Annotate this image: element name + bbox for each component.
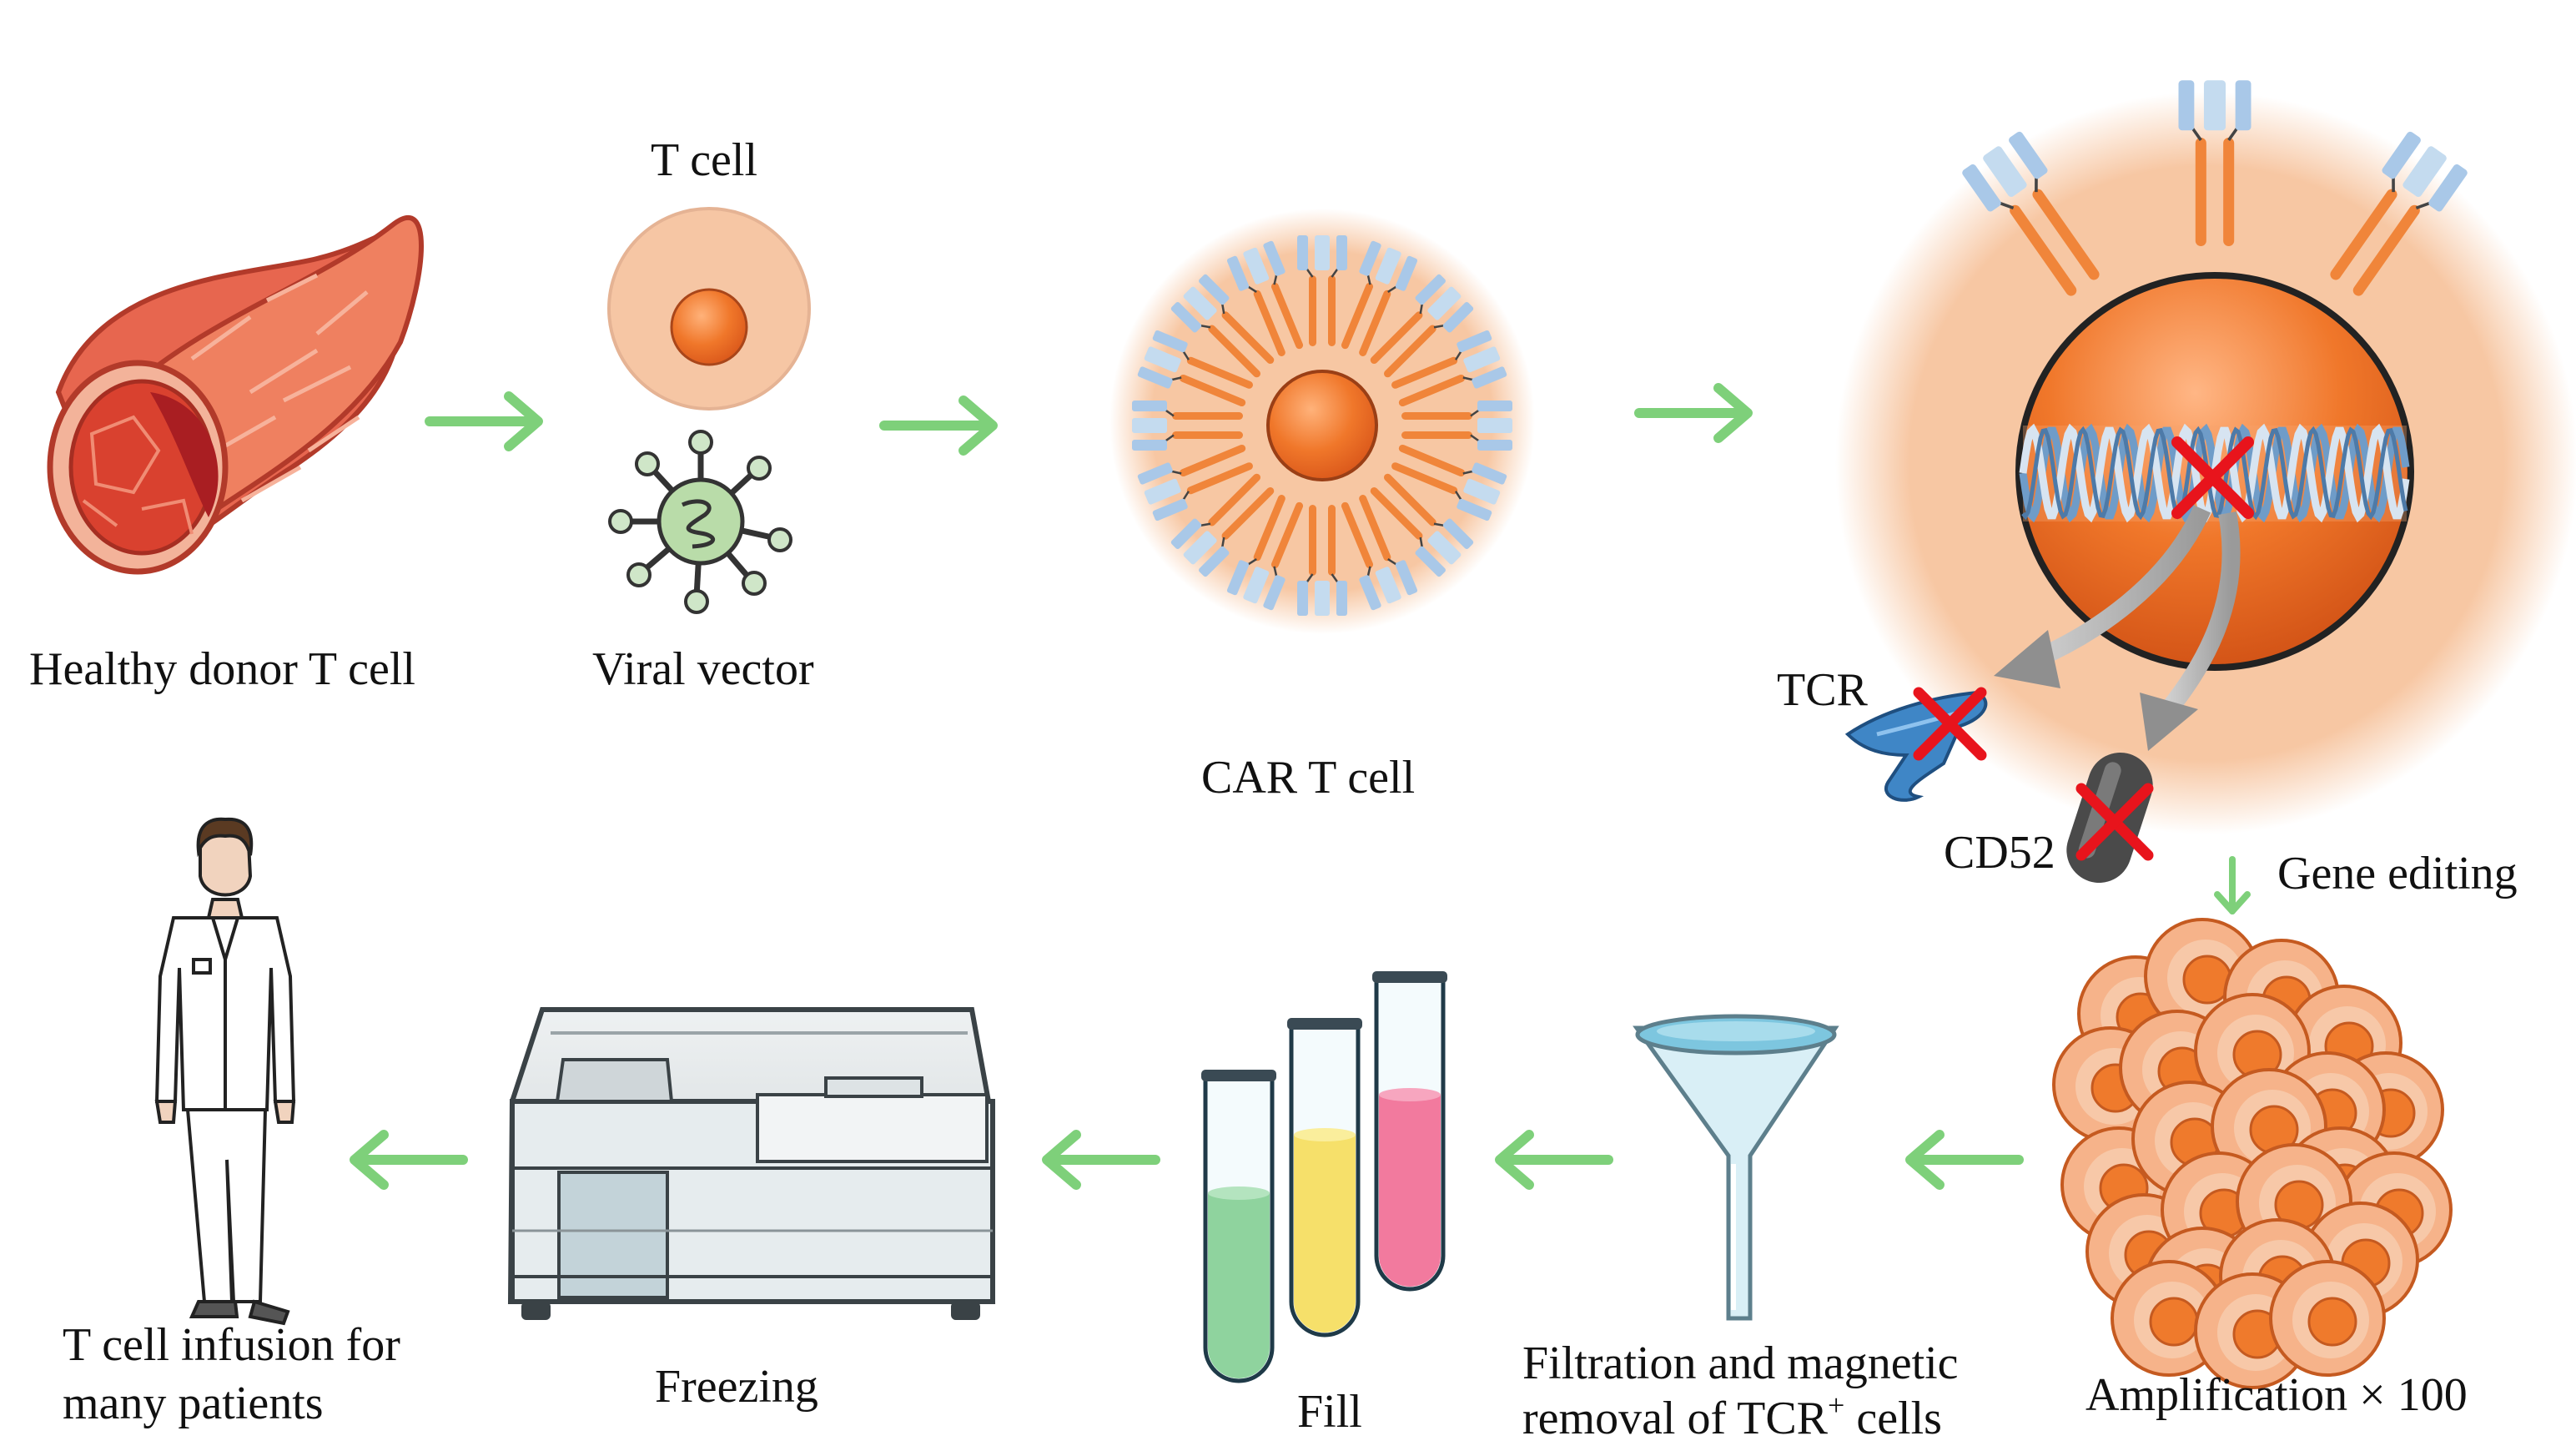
car-receptor-icon [1391,444,1507,521]
patient-figure-icon [154,817,296,1326]
label-car-t-cell: CAR T cell [1201,752,1415,804]
car-receptor-icon [1297,235,1347,346]
funnel-icon [1633,1014,1839,1321]
car-receptor-icon [1297,505,1347,616]
label-gene-editing: Gene editing [2277,848,2518,899]
car-receptor-icon [2330,131,2468,296]
gene-edited-cell-icon [1835,80,2576,834]
label-fill: Fill [1297,1386,1362,1438]
label-tcr: TCR [1777,664,1869,716]
arrow-icon [1994,505,2211,688]
arrow-icon [2214,856,2251,914]
label-cd52: CD52 [1944,827,2055,879]
big-cell-receptors [1962,80,2468,296]
car-receptor-icon [1391,330,1507,407]
label-t-cell: T cell [651,134,757,186]
label-filtration-pre: removal of TCR [1522,1393,1829,1444]
car-t-cell-icon [1109,209,1535,634]
label-freezing: Freezing [655,1361,818,1413]
label-viral-vector: Viral vector [592,643,814,695]
car-receptor-icon [1401,401,1512,451]
cross-icon [2075,783,2154,861]
label-filtration-line2: removal of TCR+ cells [1522,1388,1942,1444]
freezer-machine-icon [507,1007,996,1320]
arrow-icon [350,1130,468,1190]
car-receptor-icon [1226,495,1304,611]
car-receptor-icon [1370,473,1474,577]
car-receptor-icon [2178,80,2251,246]
car-receptor-icon [1170,274,1275,378]
label-filtration-post: cells [1844,1393,1942,1444]
test-tube-icon [1201,1070,1276,1383]
car-receptors [1132,235,1512,616]
t-cell-icon [607,207,811,411]
labels: Healthy donor T cell T cell Viral vector… [29,134,2518,1444]
car-receptor-icon [1137,444,1253,521]
label-infusion-line2: many patients [63,1378,324,1429]
car-receptor-icon [1341,240,1418,356]
label-healthy-donor: Healthy donor T cell [29,643,415,695]
car-receptor-icon [1370,274,1474,378]
arrow-icon [879,395,998,456]
cluster-cell-icon [2269,1260,2386,1377]
arrow-icon [1905,1130,2024,1190]
arrow-icon [425,391,543,451]
label-amplification: Amplification × 100 [2085,1369,2468,1421]
arrow-icon [1495,1130,1613,1190]
car-receptor-icon [1226,240,1304,356]
car-receptor-icon [1132,401,1243,451]
car-receptor-icon [1962,131,2100,296]
label-filtration-line1: Filtration and magnetic [1522,1338,1959,1389]
test-tube-icon [1287,1018,1362,1338]
car-receptor-icon [1137,330,1253,407]
cell-cluster-icon [2052,918,2453,1389]
blood-vessel-icon [47,215,424,575]
cross-icon [1913,687,1987,761]
test-tube-icon [1372,971,1447,1292]
cross-icon [2171,436,2254,519]
car-receptor-icon [1341,495,1418,611]
arrow-icon [1042,1130,1160,1190]
label-filtration-sup: + [1828,1388,1844,1422]
viral-vector-icon [608,430,792,614]
flow-arrows [350,383,2251,1190]
car-receptor-icon [1170,473,1275,577]
label-infusion-line1: T cell infusion for [63,1319,400,1371]
arrow-icon [2140,511,2241,751]
arrow-icon [1634,383,1753,443]
